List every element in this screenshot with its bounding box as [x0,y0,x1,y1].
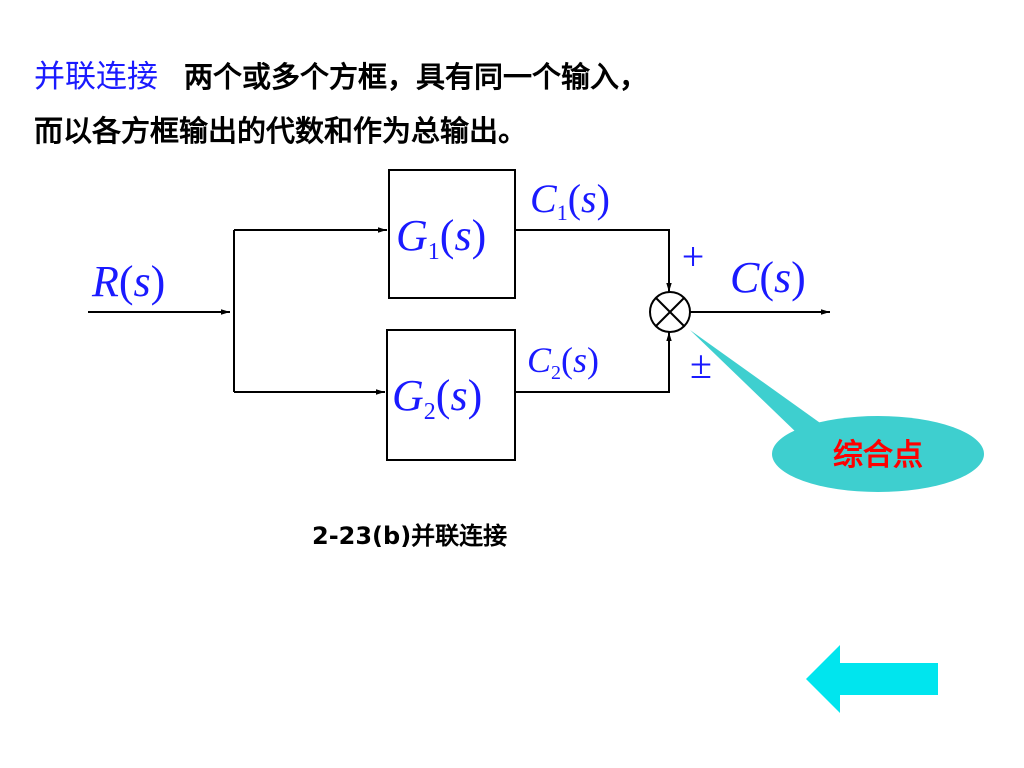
output-label: C(s) [730,253,806,302]
callout-bubble [772,416,984,492]
term-heading: 并联连接 [34,59,158,95]
branch2-out [515,332,672,393]
block-g2-label: G2(s) [392,371,482,425]
callout-pointer [690,330,830,436]
callout-text: 综合点 [833,438,923,473]
figure-caption: 2-23(b)并联连接 [312,522,508,550]
intro-line-2: 而以各方框输出的代数和作为总输出。 [34,114,528,148]
output1-label: C1(s) [530,176,610,225]
intro-line-1-text: 两个或多个方框，具有同一个输入， [184,60,649,94]
sign-bottom: ± [690,342,712,387]
block-g1 [388,169,516,299]
output2-label: C2(s) [527,340,599,384]
input-label: R(s) [91,257,165,306]
summing-junction-icon [649,291,691,333]
block-g2 [386,329,516,461]
sign-top: + [682,234,705,279]
intro-text: 并联连接两个或多个方框，具有同一个输入， 而以各方框输出的代数和作为总输出。 [34,50,994,158]
branch1-out [515,229,672,292]
left-arrow-icon[interactable] [800,643,942,715]
intro-line-1: 并联连接两个或多个方框，具有同一个输入， [34,50,994,104]
block-g1-label: G1(s) [396,211,486,265]
